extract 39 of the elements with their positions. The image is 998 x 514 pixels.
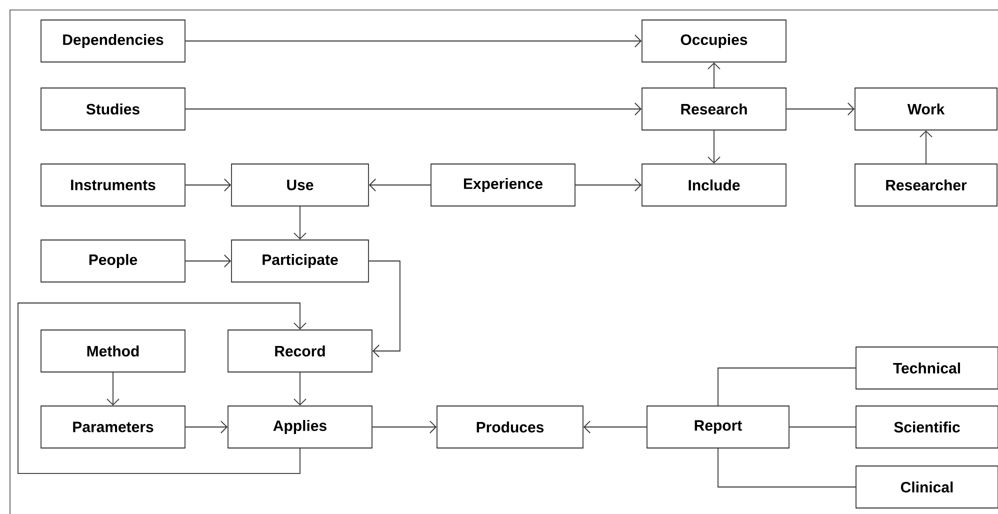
arrow (708, 130, 720, 164)
arrow (920, 130, 932, 164)
process-box: Method (40, 330, 186, 372)
arrow (368, 178, 431, 192)
arrow (575, 178, 642, 192)
arrow (294, 206, 306, 240)
arrow (583, 420, 647, 434)
arrow (106, 372, 120, 406)
process-box: Clinical (856, 466, 998, 508)
process-box: Researcher (854, 164, 998, 206)
process-box: Produces (436, 406, 584, 448)
process-box: Use (231, 164, 369, 206)
process-box: Work (854, 88, 998, 130)
process-box: Report (646, 406, 790, 448)
process-box: Dependencies (40, 20, 186, 62)
arrow (708, 62, 720, 88)
process-box: Technical (856, 346, 998, 390)
process-box: Include (642, 164, 786, 206)
process-box: Participate (231, 240, 369, 282)
process-box: Parameters (40, 406, 186, 448)
arrow (185, 34, 642, 48)
arrow (185, 420, 228, 434)
process-box: Studies (40, 88, 186, 130)
arrow (18, 302, 306, 474)
process-box: Instruments (40, 164, 186, 206)
arrow (372, 420, 437, 434)
arrow (294, 372, 306, 406)
arrow (786, 102, 855, 116)
process-box: Research (642, 88, 786, 130)
process-box: People (40, 240, 186, 282)
process-box: Record (228, 330, 372, 372)
arrow (185, 254, 232, 268)
process-box: Scientific (856, 406, 998, 448)
process-box: Experience (430, 164, 576, 206)
arrow (368, 260, 400, 358)
process-box: Occupies (642, 20, 786, 62)
arrow (185, 178, 232, 192)
process-box: Applies (228, 406, 372, 448)
arrow (185, 102, 642, 116)
